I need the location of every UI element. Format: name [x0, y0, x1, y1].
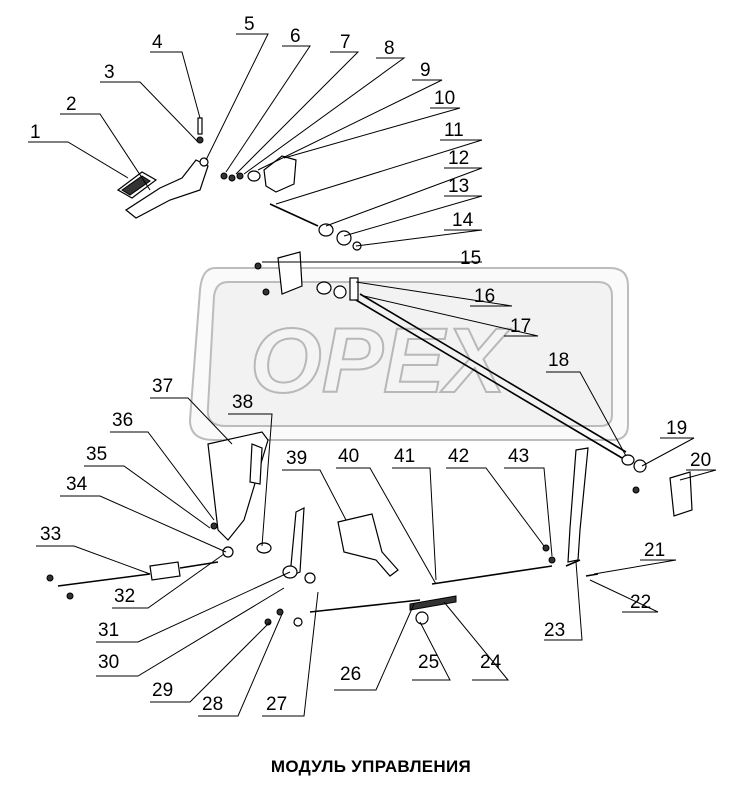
part-label-10: 10 [434, 88, 455, 109]
part-label-35: 35 [86, 444, 107, 465]
part-label-26: 26 [340, 664, 361, 685]
watermark: OPEX [188, 267, 629, 441]
part-label-29: 29 [152, 680, 173, 701]
part-label-27: 27 [266, 694, 287, 715]
part-label-22: 22 [630, 592, 651, 613]
part-label-32: 32 [114, 586, 135, 607]
part-label-34: 34 [66, 474, 88, 495]
part-label-41: 41 [394, 446, 415, 467]
part-label-36: 36 [112, 410, 133, 431]
long-shaft [355, 299, 623, 459]
part-label-8: 8 [384, 38, 395, 59]
part-label-11: 11 [444, 120, 464, 141]
part-label-14: 14 [452, 210, 474, 231]
hinge-bracket [263, 155, 297, 193]
support-plate [337, 513, 399, 577]
part-label-33: 33 [40, 524, 61, 545]
part-label-4: 4 [152, 32, 163, 53]
part-label-24: 24 [480, 652, 502, 673]
part-label-25: 25 [418, 652, 439, 673]
part-label-23: 23 [544, 620, 565, 641]
part-label-37: 37 [152, 376, 173, 397]
part-label-2: 2 [66, 94, 77, 115]
part-label-43: 43 [508, 446, 529, 467]
lever-arm [567, 447, 589, 563]
leader-lines [28, 33, 717, 717]
part-label-31: 31 [98, 620, 119, 641]
part-label-20: 20 [690, 450, 711, 471]
part-label-17: 17 [510, 316, 531, 337]
part-label-16: 16 [474, 286, 495, 307]
part-label-5: 5 [244, 14, 255, 35]
part-label-15: 15 [460, 248, 481, 269]
part-label-39: 39 [286, 448, 307, 469]
part-label-19: 19 [666, 418, 687, 439]
part-label-30: 30 [98, 652, 119, 673]
part-label-3: 3 [104, 62, 115, 83]
part-label-9: 9 [420, 60, 431, 81]
part-label-6: 6 [290, 26, 301, 47]
part-number-labels: 1 2 3 4 5 6 7 8 9 10 11 12 13 14 15 16 1… [30, 14, 711, 715]
part-label-12: 12 [448, 148, 469, 169]
part-label-7: 7 [340, 32, 351, 53]
part-label-38: 38 [232, 392, 253, 413]
watermark-text: OPEX [250, 310, 510, 412]
part-label-1: 1 [30, 122, 41, 143]
pedal-lever [124, 159, 209, 219]
part-label-28: 28 [202, 694, 223, 715]
part-label-42: 42 [448, 446, 469, 467]
part-label-21: 21 [644, 540, 665, 561]
part-label-18: 18 [548, 350, 569, 371]
spring [409, 595, 457, 611]
part-label-40: 40 [338, 446, 359, 467]
part-label-13: 13 [448, 176, 469, 197]
diagram-caption: МОДУЛЬ УПРАВЛЕНИЯ [270, 757, 472, 776]
